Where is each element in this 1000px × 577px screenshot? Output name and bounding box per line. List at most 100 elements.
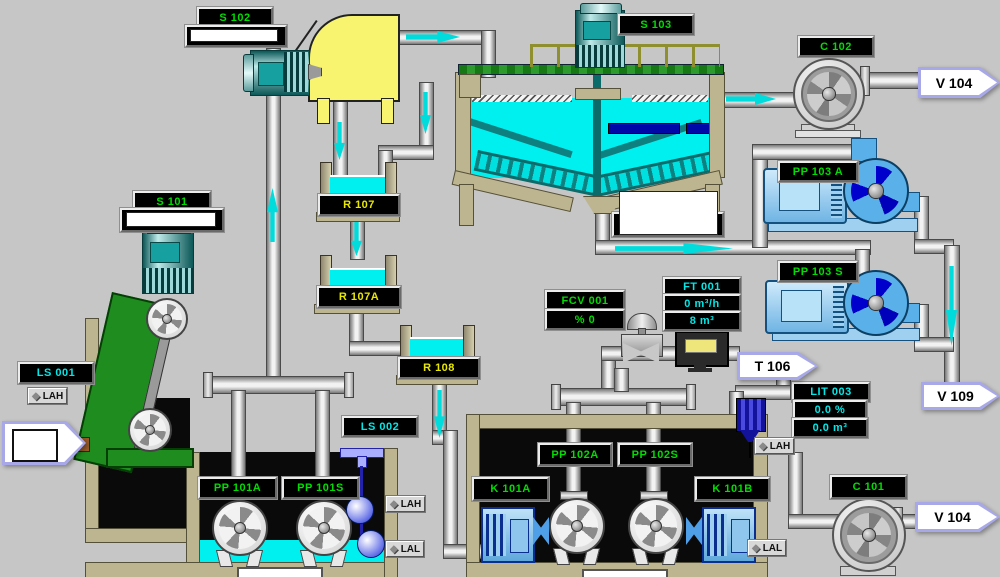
r107a-water xyxy=(330,268,385,290)
s101-impeller-top-blades xyxy=(151,303,183,335)
pp101a-hub xyxy=(233,521,247,535)
c102-blower[interactable] xyxy=(793,58,865,130)
s103-motor-fins xyxy=(576,44,624,67)
label-ls001[interactable]: LS 001 xyxy=(17,361,95,385)
s103-motor-cap xyxy=(579,3,623,14)
pp103a-impeller xyxy=(850,165,902,217)
flowtag-text: V 109 xyxy=(937,388,974,404)
k101a-box xyxy=(510,519,529,553)
flow-arrow-down xyxy=(334,122,345,160)
flow-arrow-down xyxy=(946,266,957,346)
indicator-lefttank-lal[interactable]: ◆LAL xyxy=(384,540,426,558)
flowtag-t106[interactable]: T 106 xyxy=(737,352,818,380)
label-c101[interactable]: C 101 xyxy=(829,474,908,500)
c101-impeller xyxy=(846,512,892,558)
s101-impeller-bottom-blades xyxy=(134,414,166,446)
pp103s-motor[interactable] xyxy=(765,280,849,334)
s103-motor-window xyxy=(582,21,612,40)
indicator-lefttank-lah[interactable]: ◆LAH xyxy=(384,495,427,513)
diamond-icon: ◆ xyxy=(390,498,398,510)
pipe-pp102-t-stub xyxy=(614,368,629,392)
pipe-pp103s-disch-elbow xyxy=(914,337,954,352)
lit003-volume-value[interactable]: 0.0 m³ xyxy=(791,417,869,439)
c102-impeller xyxy=(807,72,851,116)
k101b-blower[interactable] xyxy=(702,507,756,563)
ls002-float-low xyxy=(357,530,385,558)
pp103a-volute[interactable] xyxy=(843,158,909,224)
label-pp102s[interactable]: PP 102S xyxy=(617,442,693,467)
pp103s-motor-fins xyxy=(832,286,844,328)
fcv001-valve-body[interactable] xyxy=(623,343,659,363)
ls002-float-high xyxy=(346,496,374,524)
c102-base-plate xyxy=(795,130,861,138)
blanked-text xyxy=(126,212,216,227)
flowtag-text: V 104 xyxy=(934,509,971,525)
indicator-ktank-lal[interactable]: ◆LAL xyxy=(746,539,788,557)
k101b-box xyxy=(731,519,750,553)
pp102s-pump[interactable] xyxy=(628,498,684,554)
left-tank-pit-floor xyxy=(85,528,199,543)
indicator-ls001-lah[interactable]: ◆LAH xyxy=(26,387,69,405)
pp101a-pump[interactable] xyxy=(212,500,268,556)
c101-ring xyxy=(840,506,898,564)
pp102a-pump[interactable] xyxy=(549,498,605,554)
diamond-icon: ◆ xyxy=(32,390,40,402)
label-s102[interactable]: S 102 xyxy=(196,6,274,29)
flow-arrow-down xyxy=(434,390,445,438)
label-pp101s[interactable]: PP 101S xyxy=(281,476,360,500)
k101a-blower[interactable] xyxy=(481,507,535,563)
indicator-text: LAH xyxy=(400,498,422,510)
k101a-fins xyxy=(486,514,506,556)
ft001-stand xyxy=(694,363,706,368)
pp101s-pump[interactable] xyxy=(296,500,352,556)
fcv001-value[interactable]: % 0 xyxy=(544,308,626,331)
indicator-text: LAL xyxy=(762,542,783,554)
label-s103[interactable]: S 103 xyxy=(617,13,695,36)
lit003-percent-value[interactable]: 0.0 % xyxy=(792,399,868,421)
indicator-ktank-lah[interactable]: ◆LAH xyxy=(753,437,796,455)
label-pp101a[interactable]: PP 101A xyxy=(197,476,278,500)
ft001-foot xyxy=(688,368,712,372)
flowtag-text: V 104 xyxy=(935,74,973,91)
indicator-text: LAH xyxy=(769,440,791,452)
c101-blower[interactable] xyxy=(832,498,906,572)
label-c102[interactable]: C 102 xyxy=(797,35,875,58)
label-s101-blanked[interactable] xyxy=(119,207,225,233)
label-r107a[interactable]: R 107A xyxy=(316,285,402,309)
pp101s-hub xyxy=(317,521,331,535)
clarifier-weir-left xyxy=(472,95,572,102)
clarifier-wall-right xyxy=(709,72,725,178)
label-k101a[interactable]: K 101A xyxy=(471,476,550,502)
clarifier-center-shaft xyxy=(593,66,601,198)
lit003-tagplate[interactable]: LIT 003 xyxy=(791,381,871,403)
flowtag-v104-top[interactable]: V 104 xyxy=(918,67,1000,98)
s102-motor-cap xyxy=(243,54,254,92)
left-tank-wall-right xyxy=(384,448,398,577)
clarifier-weir-right xyxy=(632,95,708,102)
label-pp103s[interactable]: PP 103 S xyxy=(777,260,859,283)
s101-hub xyxy=(144,424,156,436)
pp103a-hub xyxy=(868,183,884,199)
blanked-text xyxy=(190,29,278,42)
label-pp103a[interactable]: PP 103 A xyxy=(777,160,859,183)
ft001-total-value[interactable]: 8 m³ xyxy=(662,310,742,332)
clarifier-blanked-overlay xyxy=(619,191,718,235)
fcv001-tagplate[interactable]: FCV 001 xyxy=(544,289,626,312)
lit003-transmitter[interactable] xyxy=(736,398,766,432)
label-r108[interactable]: R 108 xyxy=(397,356,481,380)
label-s102-blanked[interactable] xyxy=(184,24,288,48)
label-k101b[interactable]: K 101B xyxy=(694,476,771,502)
pp103s-motor-window xyxy=(781,289,822,322)
flowtag-v109[interactable]: V 109 xyxy=(921,382,1000,410)
screen-machine-leg xyxy=(317,98,330,124)
label-ls002[interactable]: LS 002 xyxy=(341,415,419,438)
flow-arrow-up xyxy=(267,188,278,242)
inlet-blanked-text xyxy=(12,429,58,462)
flowtag-face: T 106 xyxy=(740,355,815,377)
label-r107[interactable]: R 107 xyxy=(317,193,401,217)
flowtag-v104-bottom[interactable]: V 104 xyxy=(915,502,1000,532)
screen-machine-leg xyxy=(381,98,394,124)
label-pp102a[interactable]: PP 102A xyxy=(537,442,613,467)
diamond-icon: ◆ xyxy=(759,440,767,452)
